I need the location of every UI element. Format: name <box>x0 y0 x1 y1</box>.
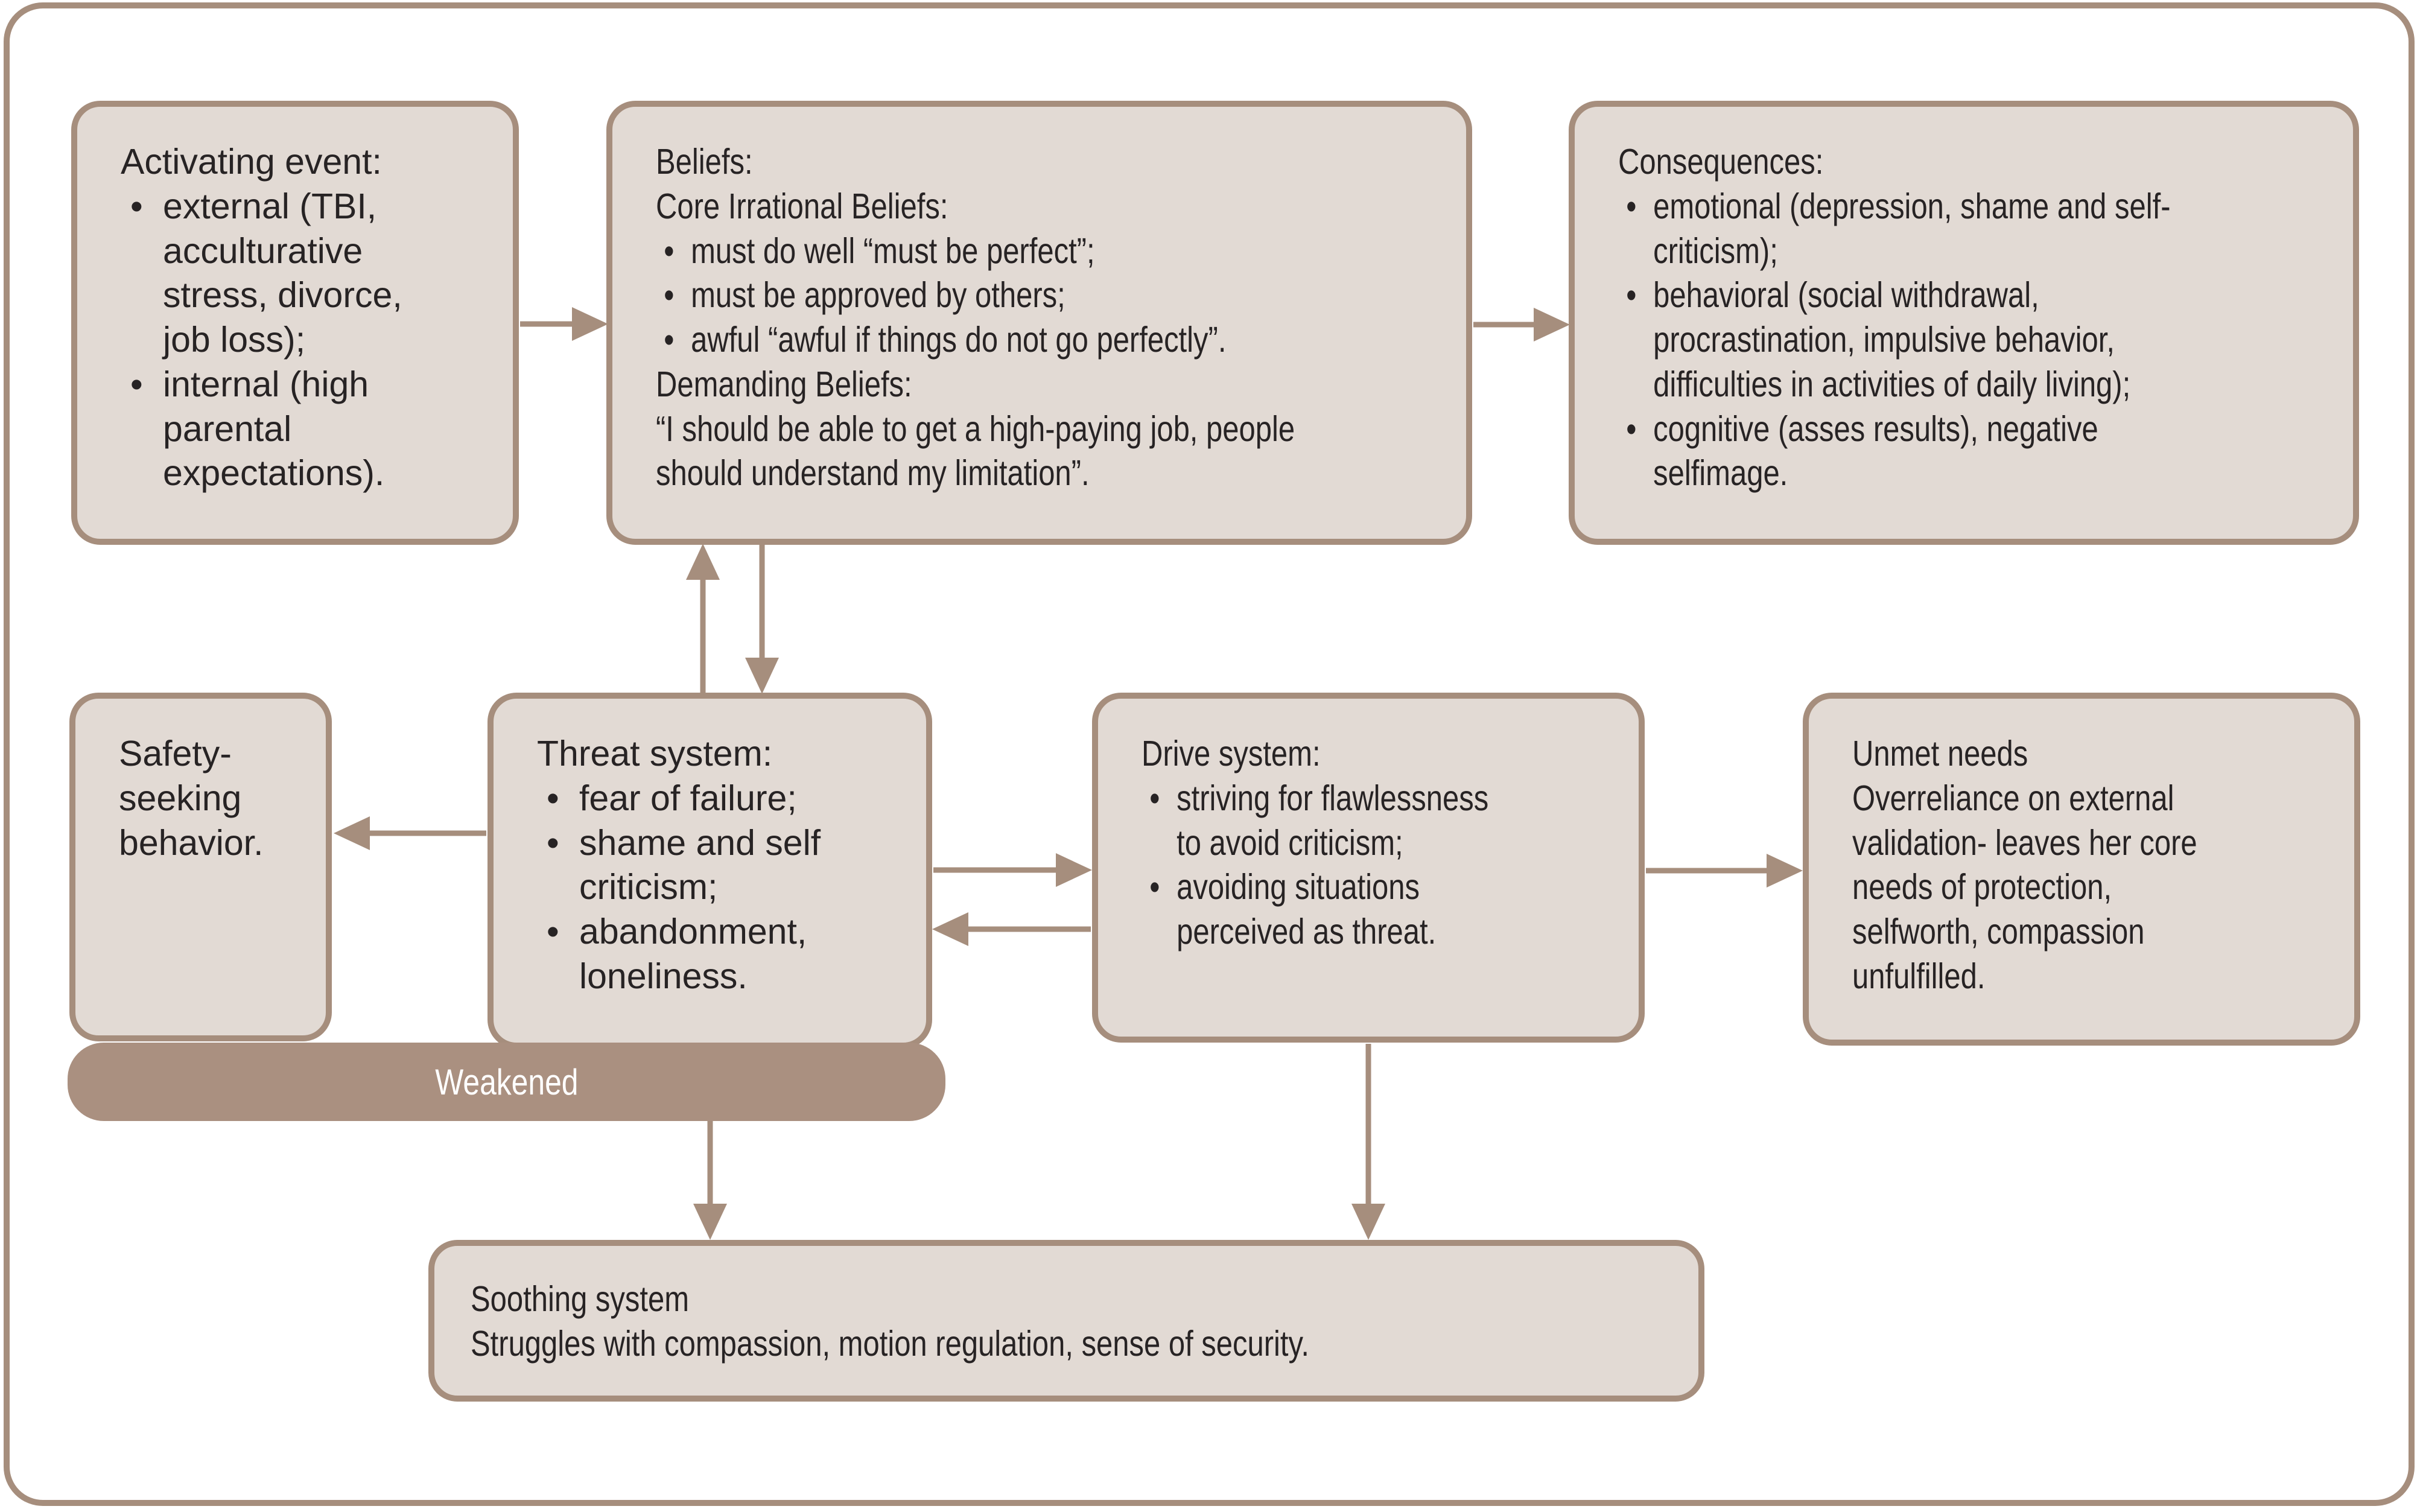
text-line: Activating event: <box>121 142 382 182</box>
text-line: Safety-seeking behavior. <box>119 734 264 863</box>
node-text: Consequences:•emotional (depression, sha… <box>1618 140 2240 496</box>
bullet-dot-icon: • <box>547 778 559 818</box>
node-safety-seeking-behavior: Safety-seeking behavior. <box>69 693 332 1041</box>
text-line: Drive system: <box>1142 734 1321 773</box>
bullet-item: • avoiding situations perceived as threat… <box>1142 865 1513 955</box>
bullet-text: must do well “must be perfect”; <box>691 230 1095 271</box>
node-consequences: Consequences:•emotional (depression, sha… <box>1569 101 2359 545</box>
bullet-item: • must be approved by others; <box>656 273 1341 318</box>
bullet-dot-icon: • <box>1626 186 1637 226</box>
weakened-bar: Weakened <box>68 1043 945 1121</box>
bullet-text: internal (high parental expectations). <box>163 364 385 494</box>
bullet-text: emotional (depression, shame and self-cr… <box>1653 186 2171 271</box>
bullet-dot-icon: • <box>130 186 143 226</box>
bullet-dot-icon: • <box>1149 778 1160 818</box>
bullet-dot-icon: • <box>664 320 675 360</box>
bullet-text: striving for flawlessness to avoid criti… <box>1177 778 1489 863</box>
bullet-item: • abandonment, loneliness. <box>537 910 875 999</box>
node-activating-event: Activating event:•external (TBI, accultu… <box>71 101 519 545</box>
bullet-text: avoiding situations perceived as threat. <box>1177 867 1437 951</box>
bullet-item: • shame and self criticism; <box>537 821 875 910</box>
text-line: “I should be able to get a high-paying j… <box>656 408 1303 494</box>
bullet-dot-icon: • <box>1149 867 1160 907</box>
node-text: Activating event:•external (TBI, accultu… <box>121 140 410 496</box>
bullet-text: external (TBI, acculturative stress, div… <box>163 186 402 360</box>
bullet-dot-icon: • <box>547 912 559 951</box>
node-threat-system: Threat system: • fear of failure; • shame an… <box>487 693 932 1049</box>
text-line: Consequences: <box>1618 142 1824 182</box>
bullet-dot-icon: • <box>664 275 675 316</box>
bullet-dot-icon: • <box>1626 275 1637 316</box>
text-line: Threat system: <box>537 734 773 773</box>
text-line: Core Irrational Beliefs: <box>656 186 948 226</box>
bullet-dot-icon: • <box>664 230 675 271</box>
bullet-text: must be approved by others; <box>691 275 1065 316</box>
bullet-item: • fear of failure; <box>537 777 875 821</box>
text-line: Beliefs: <box>656 142 753 182</box>
node-text: Drive system: • striving for flawlessness … <box>1142 732 1513 955</box>
bullet-item: • external (TBI, acculturative stress, di… <box>121 185 410 363</box>
bullet-item: • cognitive (asses results), negative sel… <box>1618 407 2240 497</box>
bullet-text: behavioral (social withdrawal, procrasti… <box>1653 275 2131 404</box>
node-text: Safety-seeking behavior. <box>119 732 312 865</box>
bullet-text: awful “awful if things do not go perfect… <box>691 320 1227 360</box>
node-text: Beliefs:Core Irrational Beliefs:•must do… <box>656 140 1341 496</box>
text-line: Unmet needs <box>1852 734 2028 773</box>
text-line: Demanding Beliefs: <box>656 364 912 404</box>
node-beliefs: Beliefs:Core Irrational Beliefs:•must do… <box>606 101 1472 545</box>
bullet-text: fear of failure; <box>579 778 797 818</box>
bullet-item: • emotional (depression, shame and self-c… <box>1618 185 2240 274</box>
weakened-label: Weakened <box>434 1061 579 1102</box>
node-text: Threat system: • fear of failure; • shame an… <box>537 732 875 999</box>
bullet-item: • behavioral (social withdrawal, procrast… <box>1618 273 2240 407</box>
bullet-text: shame and self criticism; <box>579 822 821 907</box>
text-line: Overreliance on external validation- lea… <box>1852 778 2206 996</box>
node-drive-system: Drive system: • striving for flawlessness … <box>1092 693 1645 1043</box>
bullet-dot-icon: • <box>130 364 143 404</box>
bullet-dot-icon: • <box>547 822 559 863</box>
text-line: Struggles with compassion, motion regula… <box>471 1323 1309 1364</box>
bullet-text: abandonment, loneliness. <box>579 912 807 996</box>
bullet-item: • striving for flawlessness to avoid crit… <box>1142 777 1513 866</box>
text-line: Soothing system <box>471 1279 690 1319</box>
bullet-dot-icon: • <box>1626 408 1637 449</box>
bullet-item: • internal (high parental expectations). <box>121 363 410 496</box>
bullet-text: cognitive (asses results), negative self… <box>1653 408 2098 494</box>
bullet-item: • must do well “must be perfect”; <box>656 229 1341 274</box>
bullet-item: • awful “awful if things do not go perfec… <box>656 318 1341 363</box>
